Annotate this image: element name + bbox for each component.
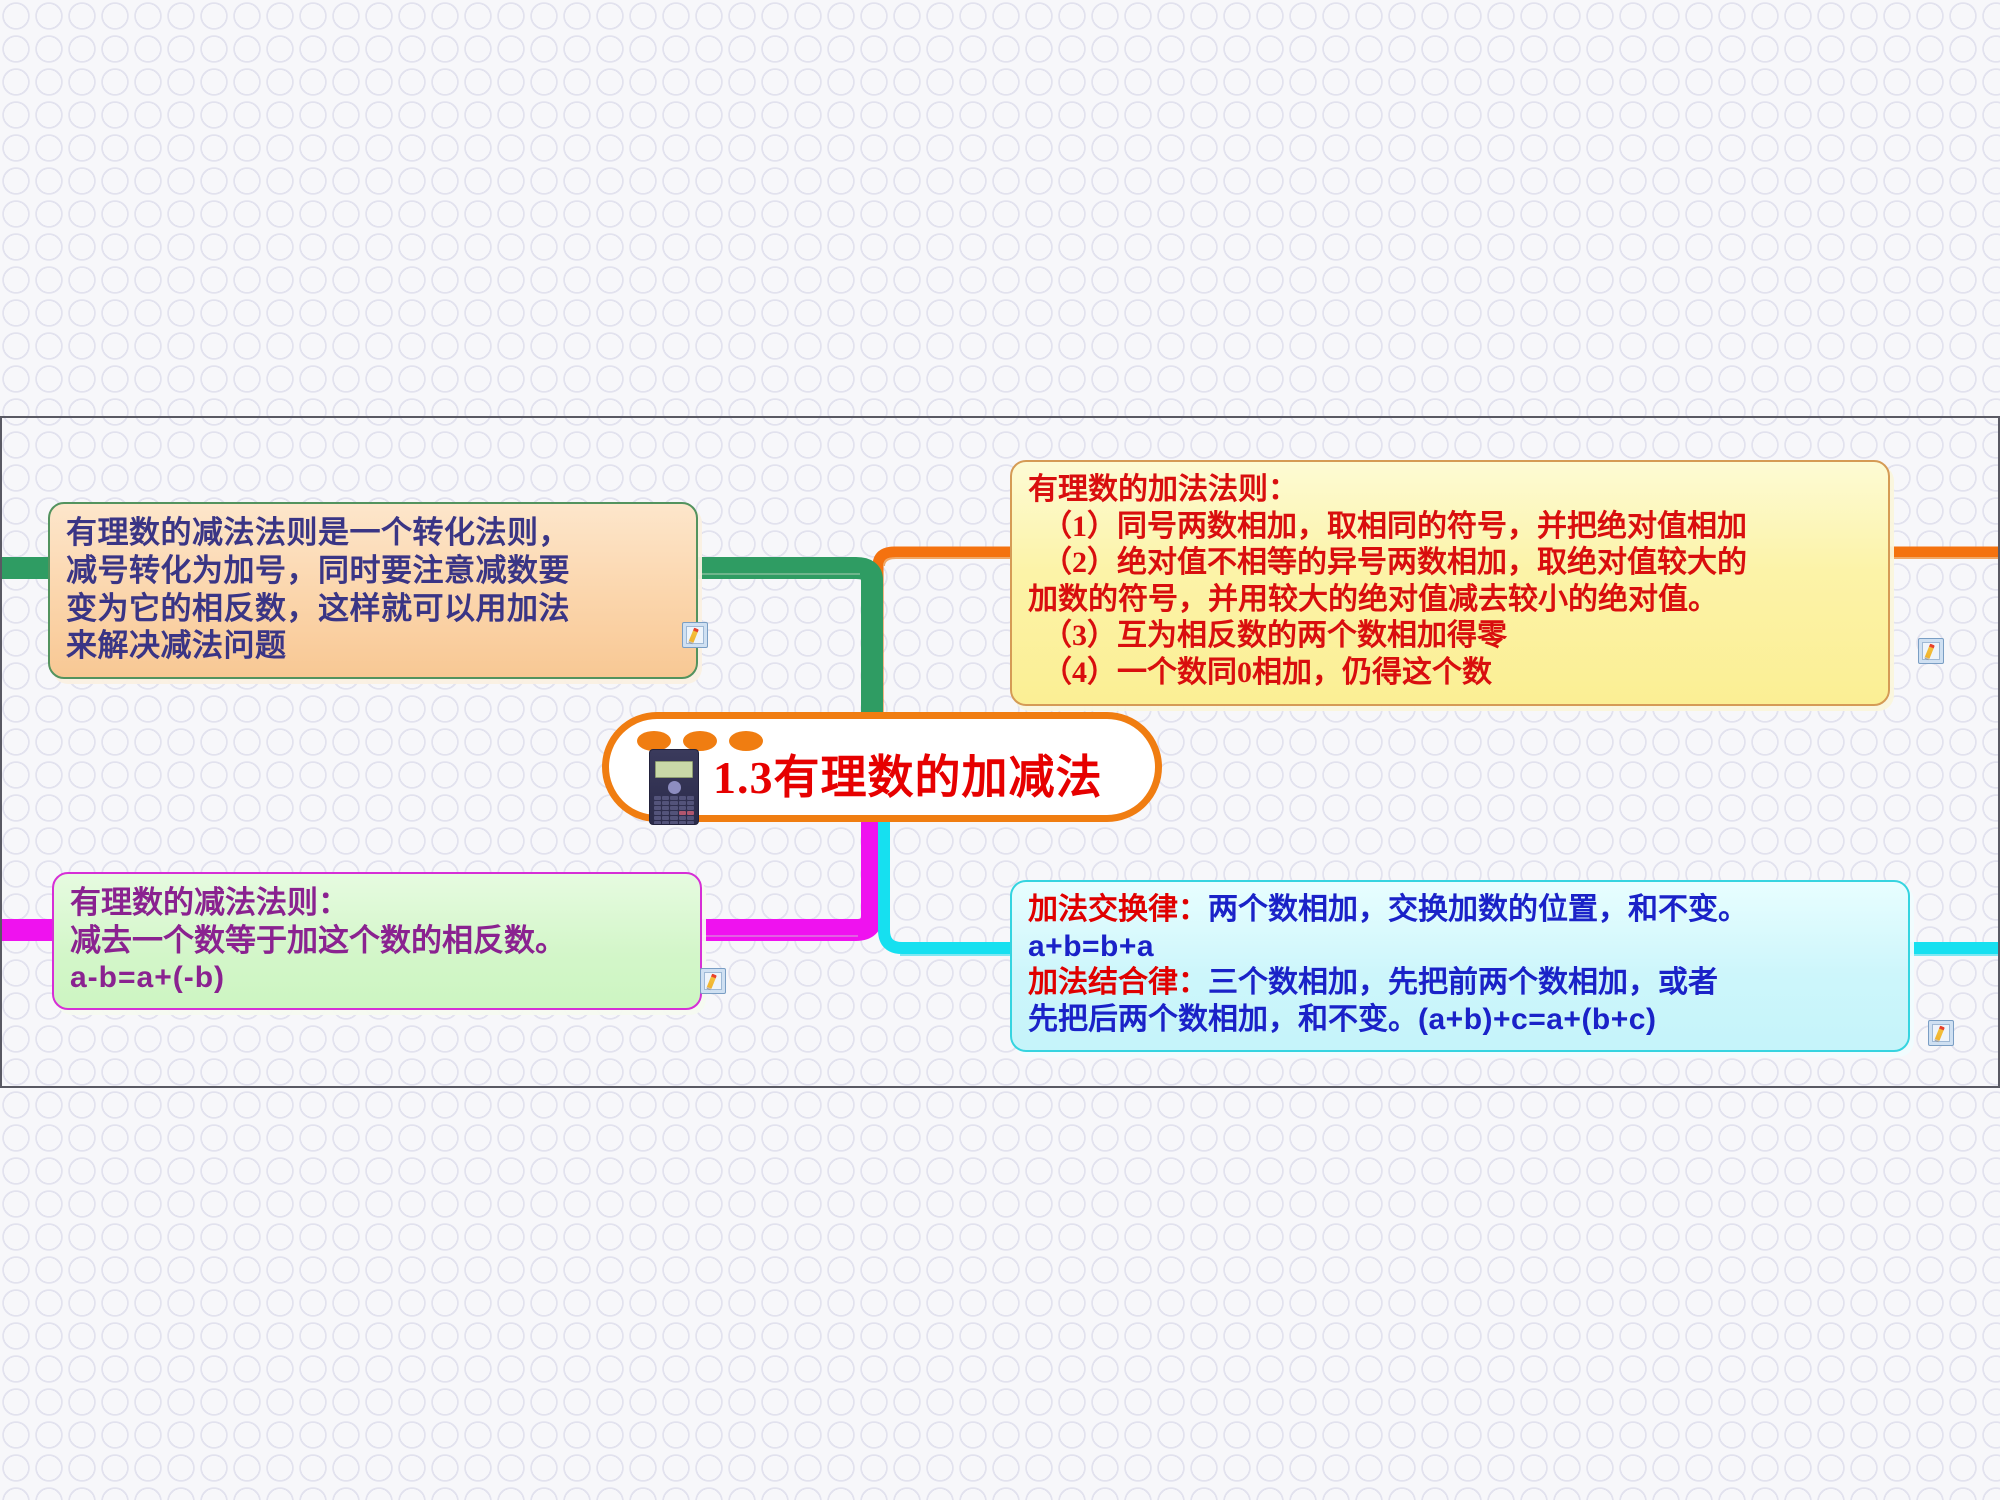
root-dots	[637, 731, 763, 751]
node-line: （3）互为相反数的两个数相加得零	[1042, 619, 1507, 653]
node-line: 减去一个数等于加这个数的相反数。	[70, 922, 566, 958]
node-line: 变为它的相反数，这样就可以用加法	[66, 590, 570, 626]
calculator-keys	[650, 796, 698, 824]
note-icon-3[interactable]	[700, 968, 726, 994]
note-icon-4[interactable]	[1928, 1020, 1954, 1046]
node-addition-rules[interactable]: 有理数的加法法则： （1）同号两数相加，取相同的符号，并把绝对值相加 （2）绝对…	[1010, 460, 1890, 706]
node-line: （1）同号两数相加，取相同的符号，并把绝对值相加	[1042, 509, 1747, 543]
root-dot	[637, 731, 671, 751]
node-line: 减号转化为加号，同时要注意减数要	[66, 552, 570, 588]
note-icon-1[interactable]	[682, 622, 708, 648]
calculator-lcd	[655, 761, 693, 778]
note-icon-2[interactable]	[1918, 638, 1944, 664]
node-line: 有理数的减法法则是一个转化法则，	[66, 515, 570, 550]
root-title: 1.3有理数的加减法	[713, 752, 1103, 803]
associative-law-label: 加法结合律：	[1028, 966, 1208, 1000]
root-dot	[729, 731, 763, 751]
node-formula: a-b=a+(-b)	[70, 960, 226, 994]
node-subtraction-transform[interactable]: 有理数的减法法则是一个转化法则， 减号转化为加号，同时要注意减数要 变为它的相反…	[48, 502, 698, 680]
calculator-dpad	[667, 781, 681, 794]
associative-law-line-2: 先把后两个数相加，和不变。(a+b)+c=a+(b+c)	[1028, 1002, 1892, 1039]
associative-law-formula: (a+b)+c=a+(b+c)	[1418, 1002, 1657, 1036]
calculator-brand	[650, 750, 698, 756]
node-heading: 有理数的加法法则：	[1028, 473, 1298, 506]
content-frame	[0, 416, 2000, 1088]
calculator-icon	[649, 749, 699, 825]
node-heading: 有理数的减法法则：	[70, 885, 349, 920]
associative-law-line: 加法结合律：三个数相加，先把前两个数相加，或者	[1028, 965, 1892, 1002]
associative-law-text-2: 先把后两个数相加，和不变。	[1028, 1002, 1418, 1036]
commutative-law-text: 两个数相加，交换加数的位置，和不变。	[1208, 893, 1748, 926]
node-subtraction-rule[interactable]: 有理数的减法法则： 减去一个数等于加这个数的相反数。 a-b=a+(-b)	[52, 872, 702, 1011]
root-node[interactable]: 1.3有理数的加减法	[602, 712, 1162, 825]
commutative-law-line: 加法交换律：两个数相加，交换加数的位置，和不变。	[1028, 892, 1892, 929]
root-dot	[683, 731, 717, 751]
node-line: 来解决减法问题	[66, 628, 287, 664]
node-line: 加数的符号，并用较大的绝对值减去较小的绝对值。	[1028, 582, 1718, 616]
associative-law-text: 三个数相加，先把前两个数相加，或者	[1208, 966, 1718, 1000]
node-addition-laws[interactable]: 加法交换律：两个数相加，交换加数的位置，和不变。 a+b=b+a 加法结合律：三…	[1010, 880, 1910, 1053]
node-line: （4）一个数同0相加，仍得这个数	[1042, 655, 1492, 689]
commutative-law-formula: a+b=b+a	[1028, 929, 1155, 963]
commutative-law-label: 加法交换律：	[1028, 893, 1208, 926]
node-line: （2）绝对值不相等的异号两数相加，取绝对值较大的	[1042, 546, 1747, 580]
